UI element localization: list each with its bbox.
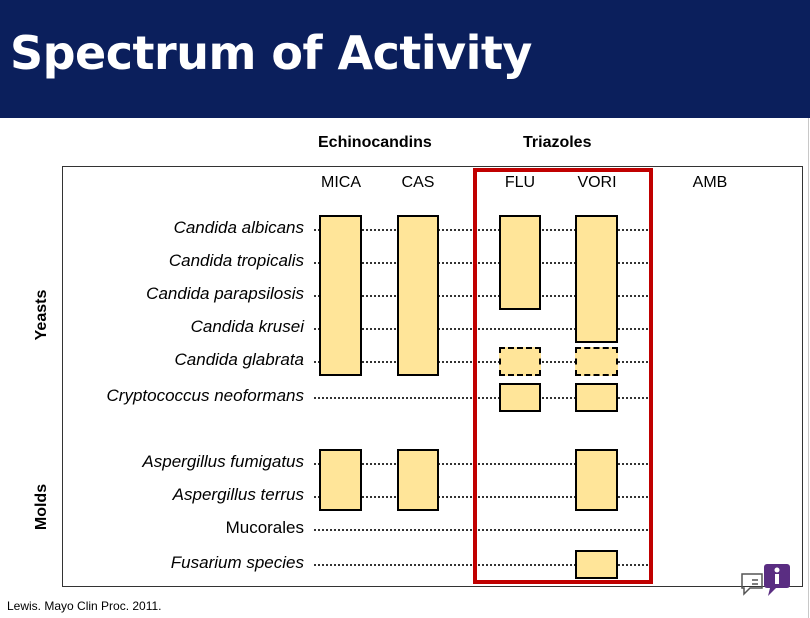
row-dotted-line [314,496,648,498]
comment-icon[interactable] [738,562,794,602]
activity-bar-flu [499,214,541,310]
row-label: Candida albicans [173,218,304,237]
slide-frame [0,118,809,618]
activity-bar-vori [575,448,618,511]
row-dotted-line [314,361,648,363]
title-bar: Spectrum of Activity [0,0,810,118]
activity-bar-vori [575,214,618,343]
row-dotted-line [314,328,648,330]
group-header-echinocandins: Echinocandins [318,134,432,151]
column-header-vori: VORI [577,174,617,191]
row-dotted-line [314,397,648,399]
row-dotted-line [314,463,648,465]
activity-bar-mica [319,448,362,511]
column-header-cas: CAS [401,174,435,191]
activity-bar-cas [397,214,439,376]
column-header-flu: FLU [504,174,536,191]
row-dotted-line [314,262,648,264]
activity-bar-cas [397,448,439,511]
variable-activity-bar-flu [499,346,541,376]
activity-bar-vori [575,382,618,412]
column-header-mica: MICA [321,174,361,191]
column-header-amb: AMB [692,174,728,191]
row-label: Candida krusei [190,317,304,336]
variable-activity-bar-vori [575,346,618,376]
row-dotted-line [314,295,648,297]
side-label-molds: Molds [33,483,50,531]
group-header-triazoles: Triazoles [523,134,592,151]
row-dotted-line [314,564,648,566]
row-dotted-line [314,529,648,531]
row-label: Candida glabrata [174,350,304,369]
row-dotted-line [314,229,648,231]
row-label: Aspergillus fumigatus [142,452,304,471]
triazoles-highlight-box [473,168,653,584]
row-label: Fusarium species [170,553,304,572]
row-label: Candida tropicalis [168,251,304,270]
row-label: Mucorales [225,518,304,537]
citation: Lewis. Mayo Clin Proc. 2011. [7,599,162,613]
activity-bar-mica [319,214,362,376]
chart-box [62,166,803,587]
row-label: Aspergillus terrus [172,485,304,504]
slide-title: Spectrum of Activity [10,26,532,80]
row-label: Cryptococcus neoformans [106,386,304,405]
activity-bar-flu [499,382,541,412]
side-label-yeasts: Yeasts [33,289,50,341]
activity-bar-vori [575,549,618,579]
row-label: Candida parapsilosis [146,284,304,303]
